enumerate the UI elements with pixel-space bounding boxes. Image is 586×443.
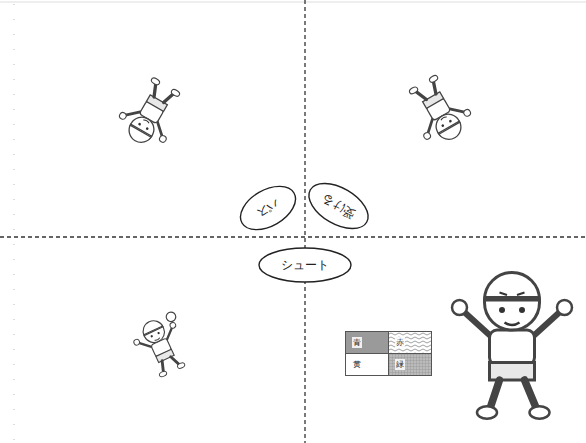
color-cell: 青 <box>345 331 389 354</box>
cell-label: 黄 <box>352 359 362 370</box>
cell-label: 青 <box>352 337 362 348</box>
player-figure <box>112 72 190 154</box>
color-cell: 赤 <box>388 331 432 354</box>
oval-shape <box>259 248 351 282</box>
oval-shape <box>301 174 375 238</box>
color-cell: 黄 <box>345 353 389 376</box>
cell-label: 緑 <box>395 359 405 370</box>
oval-shape <box>233 177 303 238</box>
action-oval: シュート <box>258 247 352 283</box>
cell-label: 赤 <box>395 337 405 348</box>
action-oval: 受ける <box>299 173 376 239</box>
color-cell: 緑 <box>388 353 432 376</box>
divider-vertical <box>304 0 305 443</box>
player-figure <box>400 69 478 151</box>
divider-horizontal <box>0 236 586 237</box>
action-label: シュート <box>281 257 329 274</box>
goalkeeper-figure <box>452 273 572 419</box>
action-oval: パス <box>232 176 305 240</box>
thrower-figure <box>128 311 196 382</box>
